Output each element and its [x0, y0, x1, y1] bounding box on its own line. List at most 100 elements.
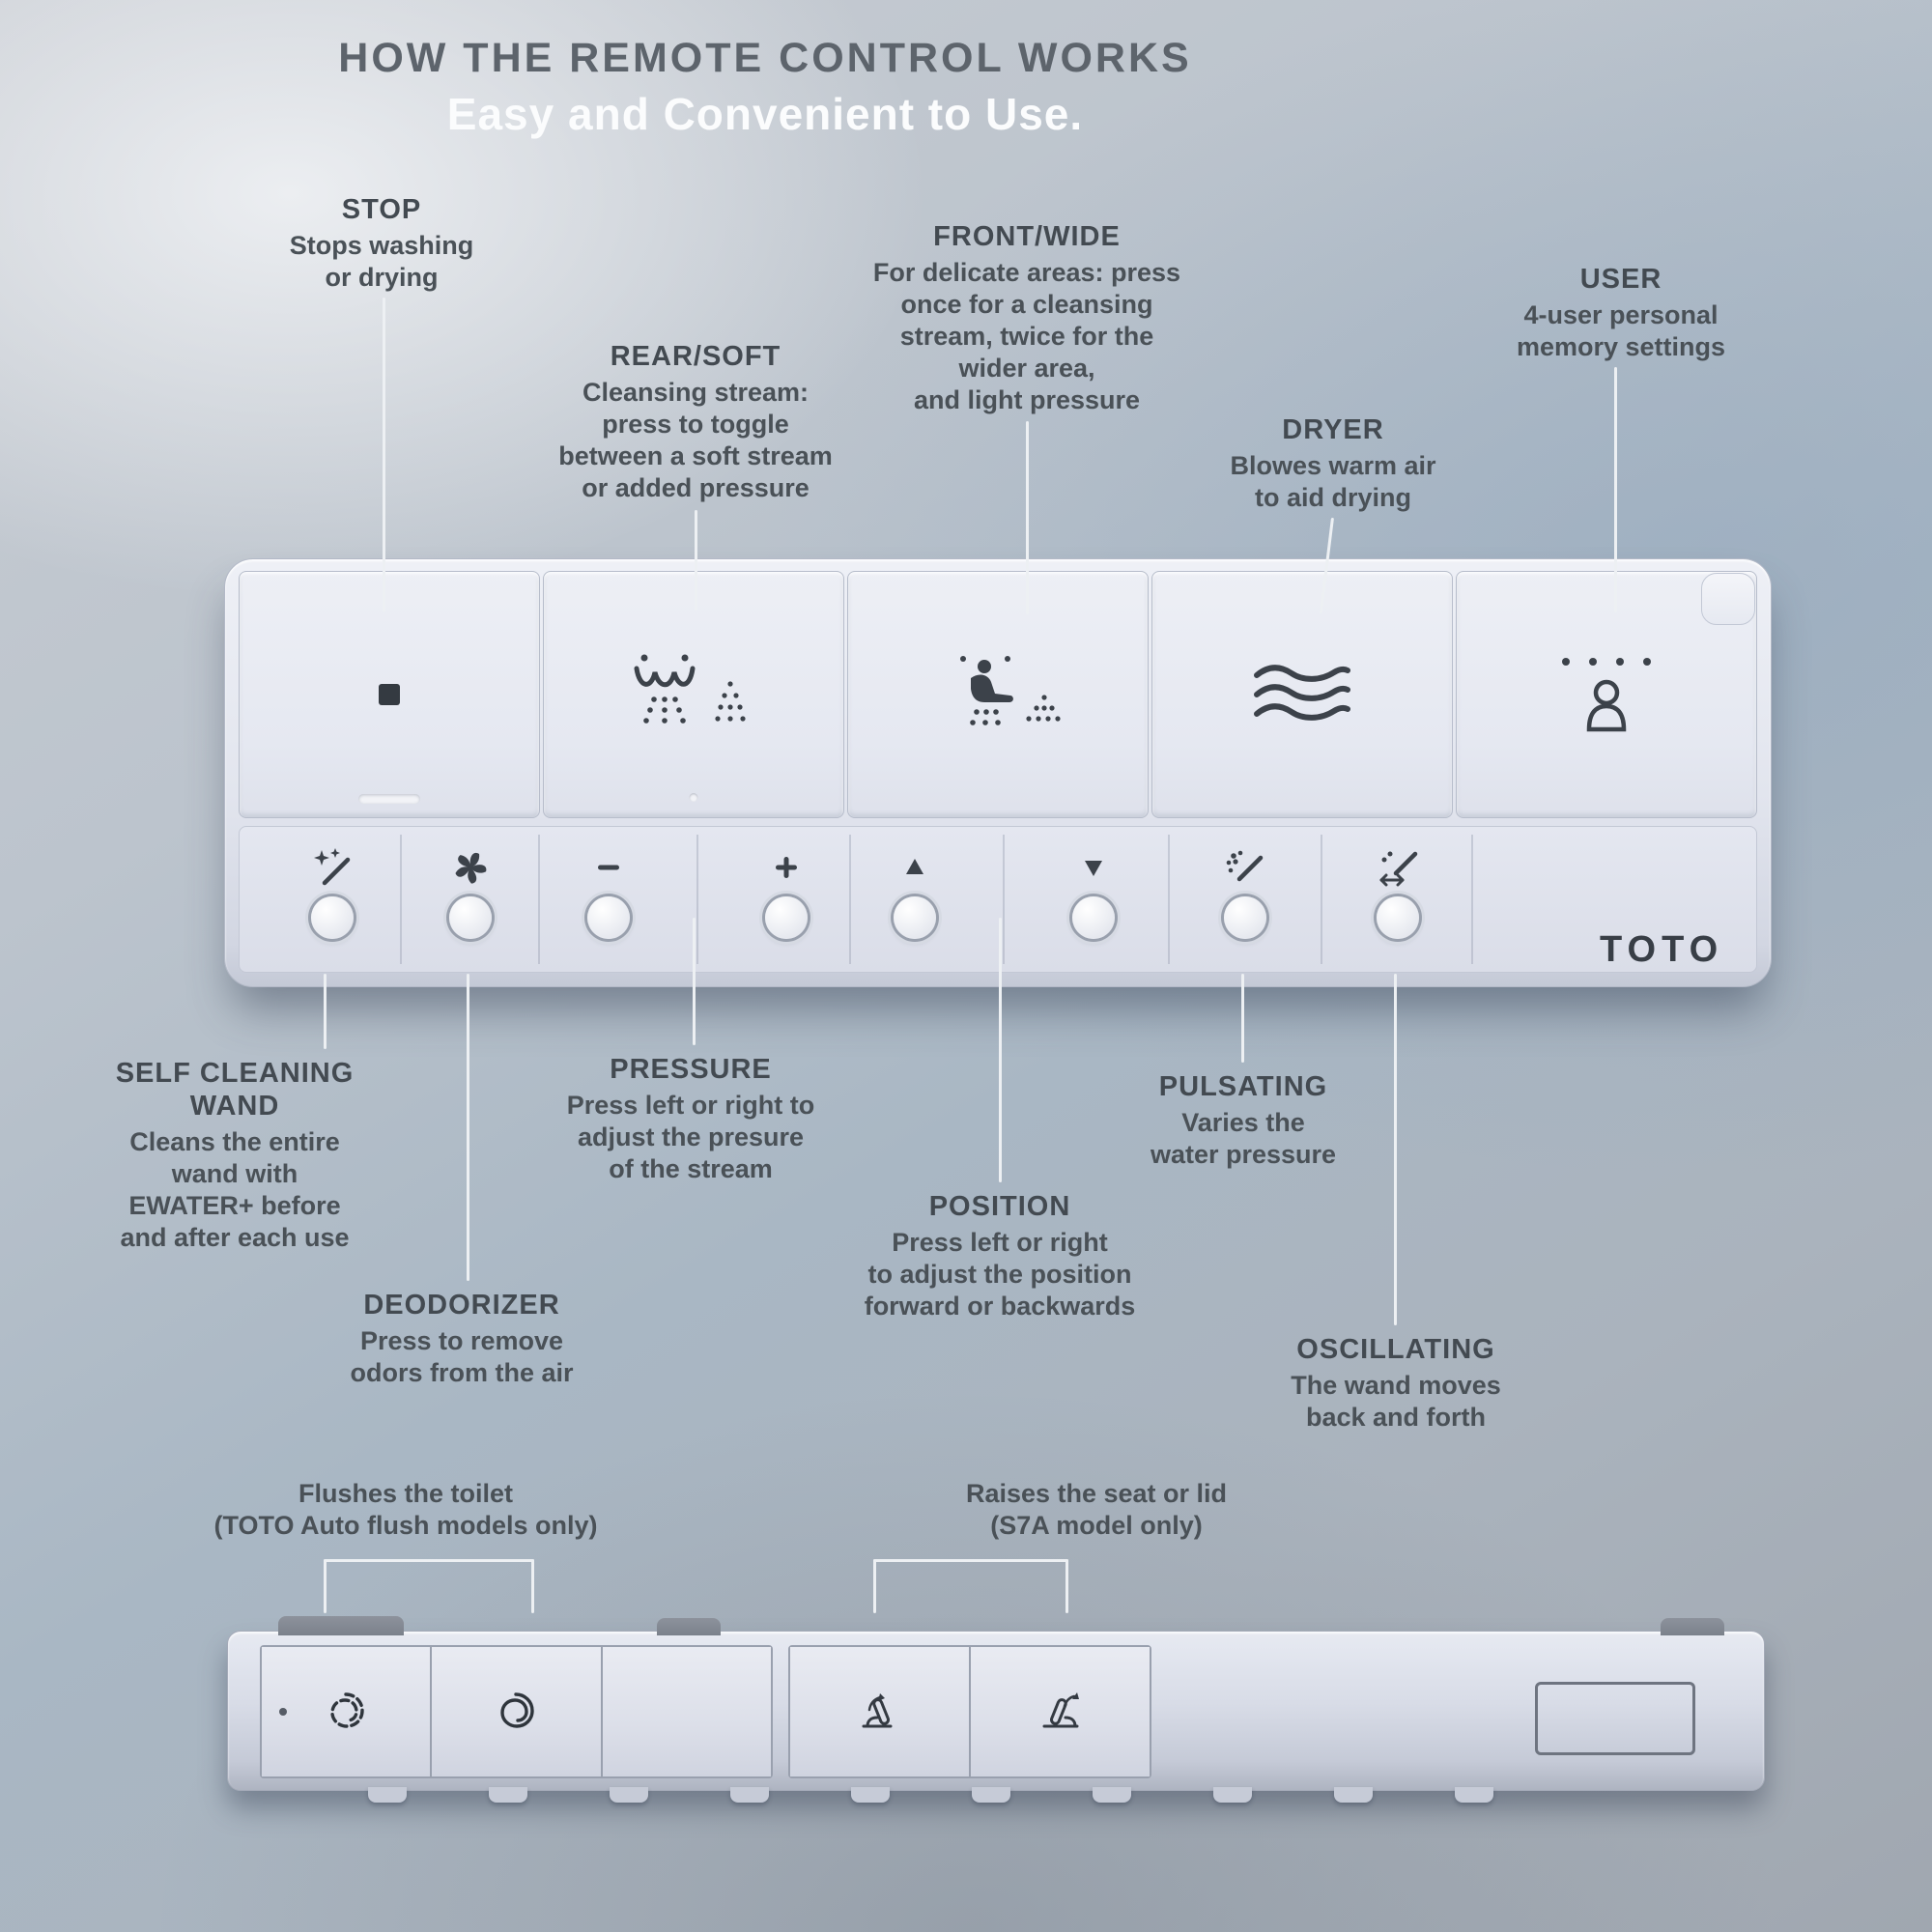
strip-divider	[1471, 835, 1473, 964]
bracket-seat	[873, 1559, 1068, 1562]
rear-soft-button-indent	[689, 793, 698, 802]
triangle-up-icon	[906, 859, 923, 874]
callout-line-self-cleaning	[324, 974, 327, 1049]
callout-pressure-desc: Press left or right to adjust the presur…	[566, 1091, 815, 1183]
flush-led-dot	[279, 1708, 287, 1716]
callout-pulsating: PULSATING Varies the water pressure	[1151, 1070, 1336, 1171]
front-wide-button[interactable]	[847, 571, 1149, 818]
mount-nub	[1213, 1787, 1252, 1803]
lid-raise-button[interactable]	[969, 1647, 1150, 1776]
blank-button[interactable]	[600, 1647, 771, 1776]
strip-divider	[1168, 835, 1170, 964]
callout-stop-desc: Stops washing or drying	[289, 231, 474, 292]
callout-rear-soft-title: REAR/SOFT	[610, 341, 781, 372]
seat-raise-button[interactable]	[790, 1647, 969, 1776]
page-subtitle: Easy and Convenient to Use.	[446, 89, 1084, 139]
pulsating-control	[1202, 827, 1289, 972]
callout-line-stop	[383, 298, 385, 612]
strip-divider	[1321, 835, 1322, 964]
callout-front-wide-title: FRONT/WIDE	[933, 221, 1121, 252]
position-forward-control	[871, 827, 958, 972]
dryer-button[interactable]	[1151, 571, 1453, 818]
mount-nub	[851, 1787, 890, 1803]
callout-pressure-title: PRESSURE	[610, 1054, 772, 1085]
seat-raise-icon	[862, 1693, 892, 1728]
deodorizer-button[interactable]	[449, 896, 492, 939]
mount-nub	[730, 1787, 769, 1803]
self-cleaning-wand-button[interactable]	[311, 896, 354, 939]
callout-deodorizer: DEODORIZER Press to remove odors from th…	[350, 1289, 573, 1389]
flush-button-group	[260, 1645, 773, 1778]
battery-door	[1535, 1682, 1695, 1755]
callout-rear-soft-desc: Cleansing stream: press to toggle betwee…	[558, 378, 833, 502]
pressure-down-button[interactable]	[587, 896, 630, 939]
callout-rear-soft: REAR/SOFT Cleansing stream: press to tog…	[558, 340, 833, 504]
pulsating-spray-icon	[1226, 850, 1264, 882]
mount-tab	[657, 1618, 721, 1635]
callout-deodorizer-title: DEODORIZER	[363, 1290, 560, 1321]
position-backward-button[interactable]	[1072, 896, 1115, 939]
lid-raise-icon	[1042, 1692, 1079, 1728]
strip-divider	[849, 835, 851, 964]
callout-line-user	[1614, 367, 1617, 612]
triangle-down-icon	[1085, 861, 1102, 876]
toto-logo: TOTO	[1600, 929, 1724, 970]
big-button-row	[239, 571, 1757, 818]
stop-square-icon	[379, 684, 400, 705]
callout-position: POSITION Press left or right to adjust t…	[865, 1190, 1136, 1322]
note-seat-text: Raises the seat or lid (S7A model only)	[965, 1479, 1228, 1540]
callout-line-front-wide	[1026, 421, 1029, 614]
callout-oscillating-desc: The wand moves back and forth	[1291, 1371, 1501, 1432]
callout-dryer-desc: Blowes warm air to aid drying	[1230, 451, 1436, 512]
callout-deodorizer-desc: Press to remove odors from the air	[350, 1326, 574, 1387]
callout-stop: STOP Stops washing or drying	[290, 193, 474, 294]
callout-position-title: POSITION	[928, 1191, 1071, 1222]
auto-flush-full-button[interactable]	[262, 1647, 431, 1776]
callout-pulsating-title: PULSATING	[1158, 1071, 1328, 1102]
mount-nub	[368, 1787, 407, 1803]
callout-user-title: USER	[1579, 264, 1662, 295]
callout-position-desc: Press left or right to adjust the positi…	[864, 1228, 1136, 1321]
oscillating-button[interactable]	[1377, 896, 1419, 939]
callout-oscillating-title: OSCILLATING	[1296, 1334, 1495, 1365]
callout-line-oscillating	[1394, 974, 1397, 1325]
mount-nub	[1093, 1787, 1131, 1803]
rear-soft-spray-icon	[634, 654, 746, 724]
callout-line-pressure	[693, 918, 696, 1045]
pressure-up-button[interactable]	[765, 896, 808, 939]
wand-sparkle-icon	[314, 848, 351, 886]
callout-line-pulsating	[1241, 974, 1244, 1063]
bracket-flush-right-leg	[531, 1559, 534, 1613]
stop-button-indent	[358, 794, 420, 804]
rear-soft-button[interactable]	[543, 571, 844, 818]
callout-self-cleaning-wand: SELF CLEANING WAND Cleans the entire wan…	[116, 1057, 355, 1254]
callout-self-cleaning-desc: Cleans the entire wand with EWATER+ befo…	[120, 1127, 350, 1252]
mount-nub	[610, 1787, 648, 1803]
remote-clip	[1701, 573, 1755, 625]
callout-pulsating-desc: Varies the water pressure	[1150, 1108, 1337, 1169]
strip-divider	[400, 835, 402, 964]
position-forward-button[interactable]	[894, 896, 936, 939]
note-flush: Flushes the toilet (TOTO Auto flush mode…	[214, 1478, 598, 1542]
note-flush-text: Flushes the toilet (TOTO Auto flush mode…	[213, 1479, 598, 1540]
callout-oscillating: OSCILLATING The wand moves back and fort…	[1291, 1333, 1501, 1434]
mount-nub	[1334, 1787, 1373, 1803]
callout-dryer-title: DRYER	[1282, 414, 1384, 445]
title-block: HOW THE REMOTE CONTROL WORKS Easy and Co…	[0, 35, 1530, 140]
callout-dryer: DRYER Blowes warm air to aid drying	[1230, 413, 1435, 514]
callout-front-wide-desc: For delicate areas: press once for a cle…	[872, 258, 1181, 414]
bracket-flush-left-leg	[324, 1559, 327, 1613]
bracket-seat-left-leg	[873, 1559, 876, 1613]
oscillating-spray-icon	[1379, 851, 1418, 887]
position-backward-control	[1050, 827, 1137, 972]
oscillating-control	[1354, 827, 1441, 972]
seat-button-group	[788, 1645, 1151, 1778]
small-button-strip: TOTO	[239, 826, 1757, 973]
auto-flush-light-button[interactable]	[430, 1647, 601, 1776]
pressure-down-control	[565, 827, 652, 972]
deodorizer-control	[427, 827, 514, 972]
stop-button[interactable]	[239, 571, 540, 818]
pulsating-button[interactable]	[1224, 896, 1266, 939]
bracket-flush	[324, 1559, 534, 1562]
mount-nub	[972, 1787, 1010, 1803]
